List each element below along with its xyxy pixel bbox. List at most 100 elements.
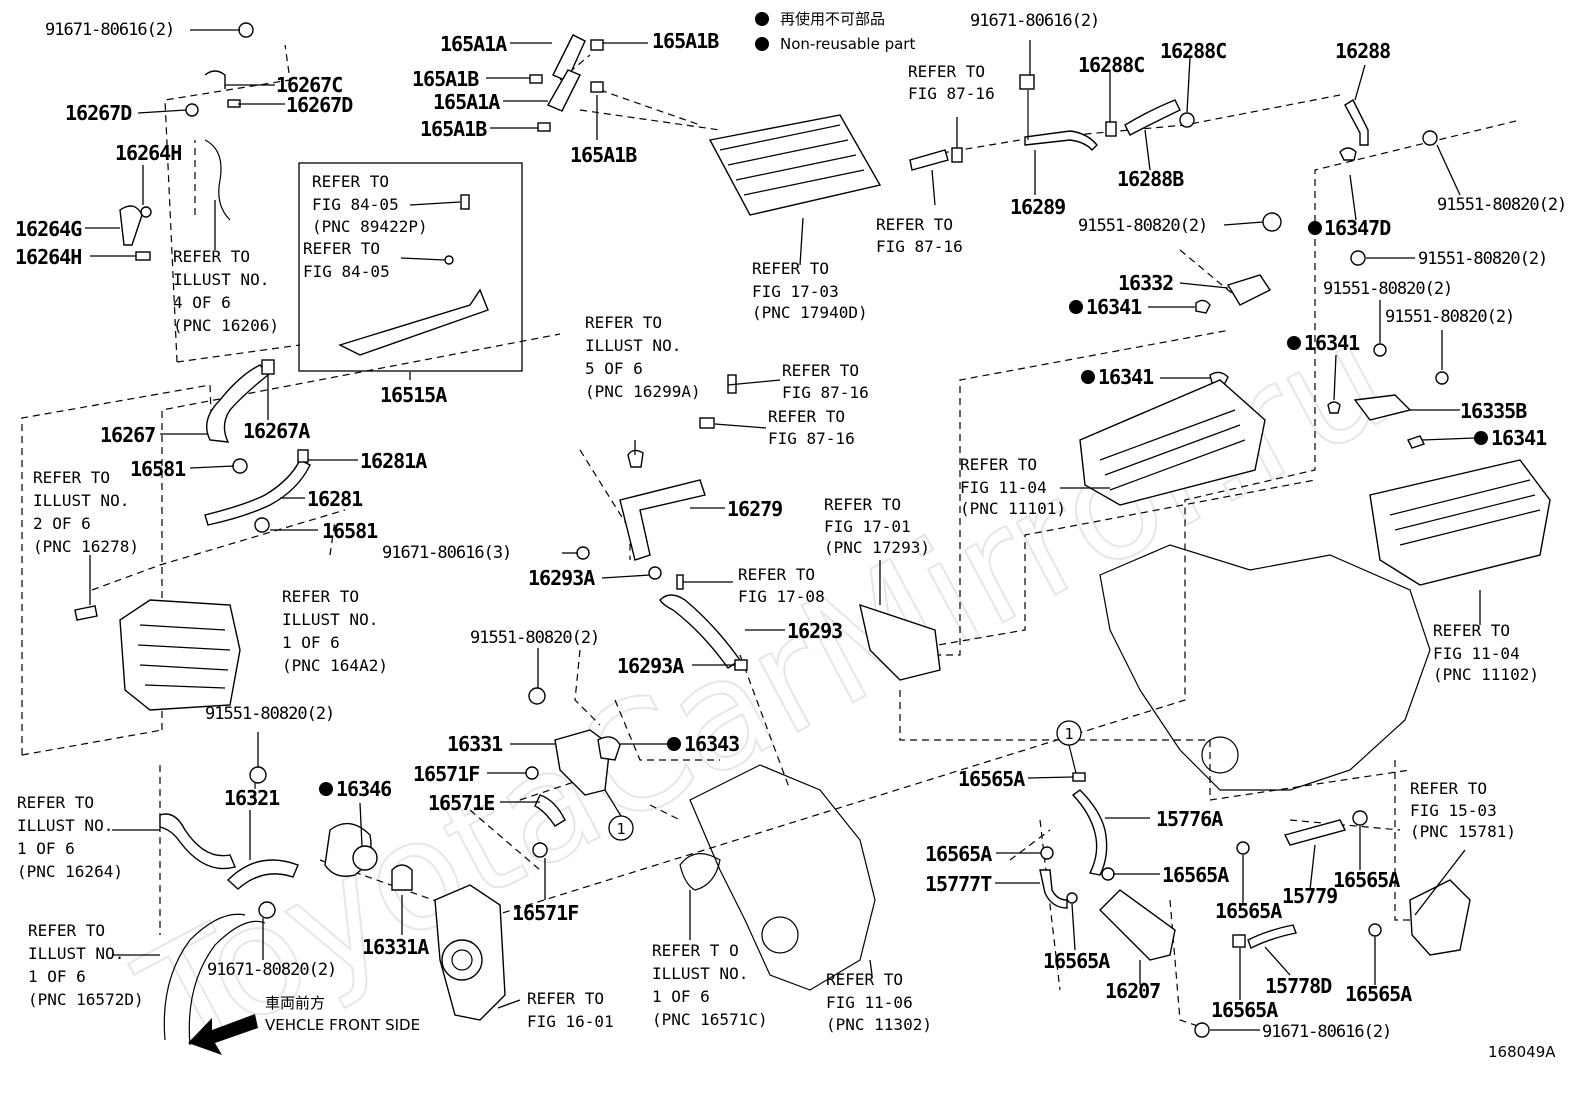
bracket-17293 [859,603,941,681]
non-reusable-marker-icon [1308,221,1322,235]
gasket-16341-d [1407,435,1425,449]
label-91551-80820-c: 91551-80820(2) [1418,249,1547,269]
intercooler-fins [719,124,865,196]
pipe-16289 [1024,130,1098,152]
clip-165a1b [529,74,543,84]
label-16332: 16332 [1118,271,1173,295]
label-91551-80820-f: 91551-80820(2) [470,628,599,648]
label-16571f-a: 16571F [413,762,479,786]
label-91551-80820-b: 91551-80820(2) [1078,216,1207,236]
clip-16281a [297,449,309,463]
clip-16565a-b [1040,846,1054,860]
clamp-16267a [261,359,275,375]
ref-fig-16-01: REFER TO FIG 16-01 [527,989,614,1031]
timing-cover-11302 [689,764,876,991]
label-16571e: 16571E [428,791,494,815]
cylinder-head-11102 [1369,459,1551,586]
bolt-91551-80820-g [249,766,267,784]
label-16267d-a: 16267D [65,101,132,125]
hose-16572d-inner [188,920,266,1046]
reservoir-ribs [137,624,231,689]
pipe-end-17-08 [676,574,684,590]
clip-16264h [135,251,151,261]
marker-lead-a [1068,744,1077,774]
label-16341-d: 16341 [1491,426,1547,450]
label-165a1b-c: 165A1B [420,117,487,141]
reference-labels: REFER TO ILLUST NO. 4 OF 6 (PNC 16206) R… [17,62,1539,1034]
cylinder-head-11101 [1079,379,1266,506]
ref-fig-87-16-d: REFER TO FIG 87-16 [768,407,855,448]
clamp-16293a-lower [734,659,748,671]
label-16267: 16267 [100,423,155,447]
bolt-91551-80820-c [1350,250,1366,266]
intercooler [708,114,882,216]
ref-fig-11-04-b: REFER TO FIG 11-04 (PNC 11102) [1433,621,1539,684]
legend: 再使用不可部品 Non-reusable part [755,10,915,53]
label-16343: 16343 [684,732,739,756]
hose-16571c [679,853,721,891]
label-16515a: 16515A [380,383,447,407]
clamp-165a1b-upper [590,39,604,51]
clip-16565a-d [1066,892,1078,904]
non-reusable-marker-icon [755,37,769,51]
label-16565a-h: 16565A [1211,998,1278,1022]
circle-marker-1-b-label: 1 [616,820,625,838]
timing-cover-hole [761,916,799,954]
legend-line-2: Non-reusable part [780,35,915,53]
non-reusable-marker-icon [1287,336,1301,350]
label-16288c-b: 16288C [1160,39,1226,63]
clamp-16288c-a [1105,121,1117,137]
label-165a1a-a: 165A1A [440,32,507,56]
part-labels: 91671-80616(2) 16267C 16267D 16267D 1626… [15,11,1567,1042]
label-16293a-a: 16293A [528,566,595,590]
pipe-16264h [204,139,231,221]
ref-illust-1-of-6-a: REFER TO ILLUST NO. 1 OF 6 (PNC 164A2) [282,587,388,675]
gasket-16341-a [1195,299,1211,314]
hose-16267c [204,70,226,89]
label-91671-80616-tr: 91671-80616(2) [970,11,1099,31]
label-91551-80820-g: 91551-80820(2) [205,704,334,724]
label-16288: 16288 [1335,39,1390,63]
pipe-16207 [1099,889,1176,961]
bolt-91671-80616-3 [576,546,590,560]
label-16565a-b: 16565A [925,842,992,866]
label-16565a-f: 16565A [1333,868,1400,892]
washer-84-05 [444,255,454,265]
bolt-91671-80616-2-tl [238,22,254,38]
label-165a1a-b: 165A1A [433,90,500,114]
ref-illust-2-of-6: REFER TO ILLUST NO. 2 OF 6 (PNC 16278) [33,468,139,556]
label-165a1b-d: 165A1B [570,143,637,167]
label-16341-c: 16341 [1098,365,1154,389]
clip-16565a-g [1352,810,1368,826]
clip-16565a-e [1236,841,1250,855]
label-16565a-g: 16565A [1345,982,1412,1006]
clamp-16581-upper [232,458,248,474]
label-16341-a: 16341 [1086,295,1142,319]
label-16331a: 16331A [362,935,429,959]
label-16281a: 16281A [360,449,427,473]
ref-fig-87-16-c: REFER TO FIG 87-16 [782,361,869,402]
hose-16264g [119,205,143,246]
ref-fig-17-03: REFER TO FIG 17-03 (PNC 17940D) [752,259,868,322]
hose-16571e [534,794,566,827]
label-16565a-e: 16565A [1215,899,1282,923]
hose-15778d [1247,924,1297,949]
sensor-89422p [460,194,470,210]
gasket-16343 [597,736,621,761]
ref-illust-4-of-6: REFER TO ILLUST NO. 4 OF 6 (PNC 16206) [173,247,279,335]
engine-block [1099,544,1431,791]
head-detail-11102 [1389,479,1541,546]
label-15779: 15779 [1282,884,1337,908]
ref-illust-1-of-6-b: REFER TO ILLUST NO. 1 OF 6 (PNC 16264) [17,793,123,881]
hose-16321 [226,859,299,890]
housing-16332 [1226,274,1272,306]
bolt-91671-80616-2-br [1194,1022,1210,1038]
ref-fig-84-05-b: REFER TO FIG 84-05 [303,239,390,281]
label-165a1b-b: 165A1B [412,67,479,91]
hose-16299a [627,449,644,468]
label-16264g: 16264G [15,217,82,241]
label-91551-80820-d: 91551-80820(2) [1323,279,1452,299]
bolt-91551-80820-a [1262,212,1282,232]
label-16279: 16279 [727,497,782,521]
